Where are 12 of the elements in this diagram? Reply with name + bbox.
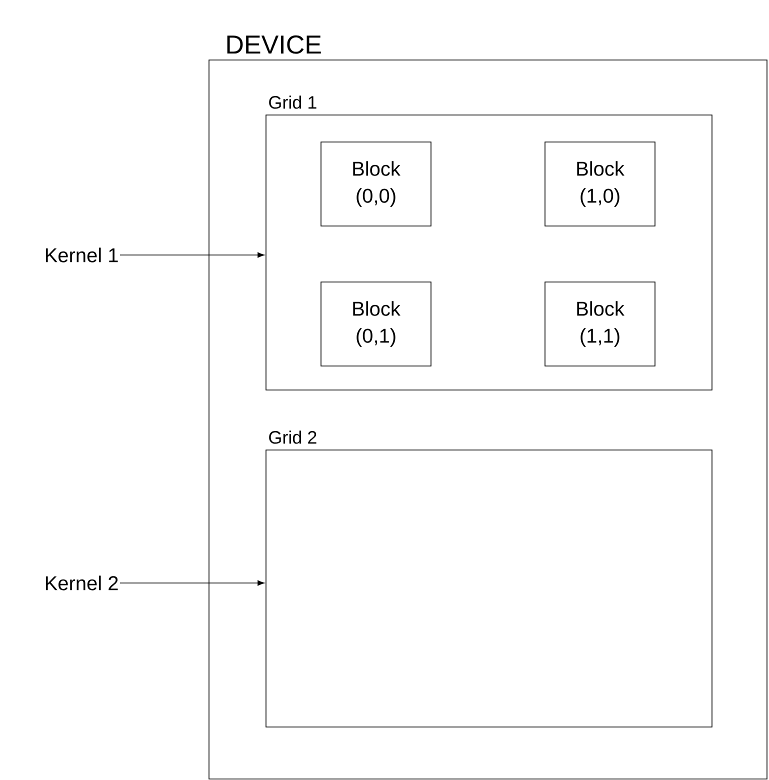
arrow xyxy=(120,252,264,258)
node-label: Grid 2 xyxy=(269,430,316,444)
block-box: Block (0,0) xyxy=(320,142,432,226)
node-label: DEVICE xyxy=(227,35,321,54)
kernel-label: Kernel 1 xyxy=(46,248,118,262)
node-label: Grid 1 xyxy=(269,96,316,109)
grid-box: Grid 2 xyxy=(266,430,712,728)
block-box: Block (0,1) xyxy=(320,282,432,366)
arrow xyxy=(120,580,264,586)
block-box: Block (1,1) xyxy=(544,282,656,366)
kernel-label: Kernel 2 xyxy=(46,576,118,590)
block-box: Block (1,0) xyxy=(544,142,656,226)
